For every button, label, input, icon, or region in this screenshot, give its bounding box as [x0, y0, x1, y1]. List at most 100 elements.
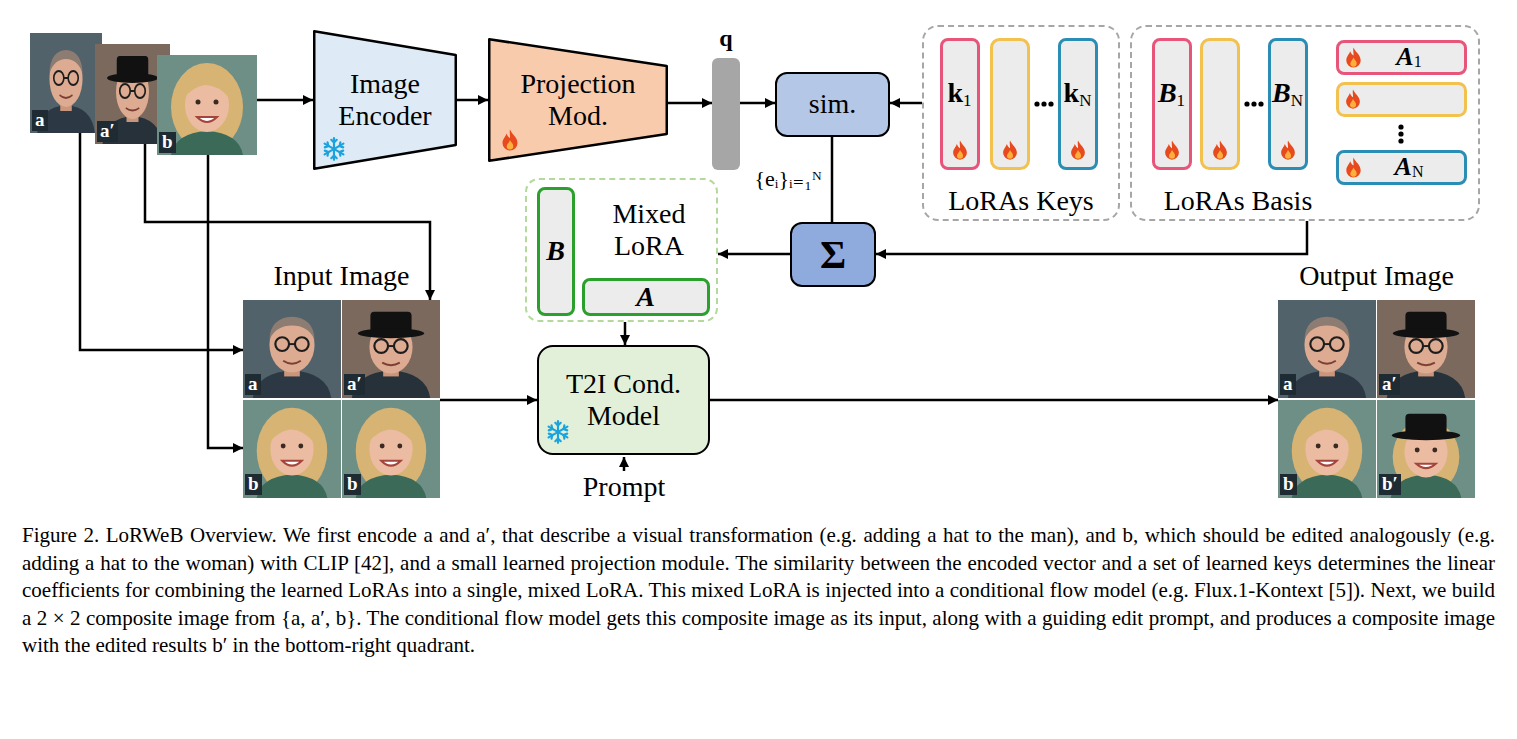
- encoder-trapezoid: Image Encoder: [313, 30, 457, 170]
- connector-arrow: [740, 102, 775, 105]
- basis-group: LoRAs BasisB1BNA1AN: [1130, 25, 1480, 221]
- figure-caption: Figure 2. LoRWeB Overview. We first enco…: [22, 522, 1495, 660]
- node-label: k: [1064, 79, 1080, 107]
- node-label: Projection Mod.: [503, 68, 653, 132]
- node-label: B: [1158, 79, 1177, 107]
- trainable-icon: [1277, 139, 1299, 161]
- node-label: 1: [1177, 92, 1186, 109]
- query-vector: q: [712, 58, 740, 170]
- lora-basis-box: [1338, 84, 1466, 116]
- node-label: N: [1412, 164, 1424, 180]
- image-letter: a: [32, 110, 48, 131]
- node-label: 1: [963, 92, 972, 109]
- sum-box: Σ: [790, 222, 876, 287]
- node-label: k: [947, 79, 963, 107]
- keys-group: LoRAs Keysk1kN: [922, 25, 1120, 221]
- composite-quadrant: [243, 400, 341, 498]
- face-photo: [157, 55, 257, 155]
- node-label: A: [1396, 44, 1413, 70]
- trainable-icon: [1161, 139, 1183, 161]
- image-letter: b: [159, 132, 176, 153]
- lora-basis-box: B1: [1152, 38, 1192, 170]
- coefficient-label: {eᵢ}ᵢ₌₁ᴺ: [754, 166, 822, 192]
- ellipsis-dot: [1244, 101, 1249, 106]
- trainable-icon: [1342, 46, 1365, 69]
- connector-arrow: [208, 155, 243, 448]
- ellipsis-dot: [1398, 131, 1403, 136]
- quadrant-letter: b′: [1379, 474, 1401, 495]
- lora-key-box: kN: [1058, 38, 1098, 170]
- quadrant-letter: a: [245, 374, 261, 395]
- connector-arrow: [668, 102, 712, 105]
- ellipsis-dot: [1251, 101, 1256, 106]
- quadrant-letter: b: [344, 474, 361, 495]
- similarity-box: sim.: [775, 72, 890, 137]
- node-label: sim.: [809, 88, 856, 120]
- node-label: B: [546, 237, 565, 265]
- node-label: Image Encoder: [323, 68, 447, 132]
- node-label: A: [636, 283, 655, 311]
- quadrant-letter: b: [1280, 474, 1297, 495]
- composite-quadrant: [342, 300, 440, 398]
- trainable-icon: [1067, 139, 1089, 161]
- node-label: T2I Cond. Model: [549, 368, 699, 432]
- ellipsis-dot: [1041, 101, 1046, 106]
- trainable-icon: [949, 139, 971, 161]
- ellipsis-dot: [1048, 101, 1053, 106]
- connector-arrow: [890, 102, 922, 105]
- icon-glyph: [1165, 140, 1179, 159]
- prompt-label: Prompt: [544, 471, 704, 503]
- node-label: N: [1079, 92, 1091, 109]
- mixed-lora-group: Mixed LoRABA: [525, 178, 718, 322]
- frozen-icon: [321, 136, 347, 162]
- composite-image: Output Image: [1278, 300, 1475, 498]
- connector-arrow: [718, 253, 790, 256]
- trapezoid-shape: [489, 39, 667, 161]
- ellipsis-dot: [1034, 101, 1039, 106]
- icon-glyph: [503, 130, 518, 151]
- composite-quadrant: [1377, 300, 1475, 398]
- ellipsis-dot: [1398, 124, 1403, 129]
- prompt-arrow: [623, 457, 626, 471]
- photo-thumbnail: a: [30, 33, 102, 133]
- connector-arrow: [257, 99, 313, 102]
- trainable-icon: [1213, 140, 1227, 159]
- node-label: 1: [1414, 54, 1422, 70]
- composite-quadrant: [1278, 400, 1376, 498]
- lora-basis-box: BN: [1268, 38, 1308, 170]
- lora-basis-box: AN: [1336, 150, 1467, 185]
- connector-arrow: [145, 144, 430, 300]
- icon-glyph: [549, 421, 568, 443]
- lora-key-box: [992, 40, 1029, 169]
- connector-arrow: [440, 399, 537, 402]
- node-label: N: [1291, 92, 1303, 109]
- icon-glyph: [325, 138, 344, 160]
- trapezoid-shape: [314, 31, 456, 169]
- face-photo: [30, 33, 102, 133]
- icon-glyph: [1071, 140, 1085, 159]
- icon-glyph: [1346, 157, 1360, 177]
- connector-arrow: [876, 221, 1307, 254]
- ellipsis-dot: [1258, 101, 1263, 106]
- composite-quadrant: [1377, 400, 1475, 498]
- icon-glyph: [1346, 47, 1360, 67]
- icon-glyph: [1281, 140, 1295, 159]
- quadrant-letter: b: [245, 474, 262, 495]
- trainable-icon: [498, 128, 522, 152]
- frozen-icon: [545, 419, 571, 445]
- vector-label: q: [702, 25, 750, 53]
- node-label: A: [1395, 154, 1412, 180]
- quadrant-letter: a′: [344, 374, 365, 395]
- ellipsis-dot: [1398, 138, 1403, 143]
- connector-arrow: [710, 399, 1278, 402]
- image-heading: Input Image: [271, 260, 411, 292]
- connector-arrow: [80, 133, 243, 350]
- lora-basis-box: [1202, 40, 1239, 169]
- photo-thumbnail: a′: [95, 44, 170, 144]
- trainable-icon: [1346, 89, 1360, 108]
- photo-thumbnail: b: [157, 55, 257, 155]
- image-heading: Output Image: [1297, 260, 1456, 292]
- composite-image: Input Image: [243, 300, 440, 498]
- model-box: T2I Cond. Model: [537, 345, 710, 455]
- projection-trapezoid: Projection Mod.: [488, 38, 668, 162]
